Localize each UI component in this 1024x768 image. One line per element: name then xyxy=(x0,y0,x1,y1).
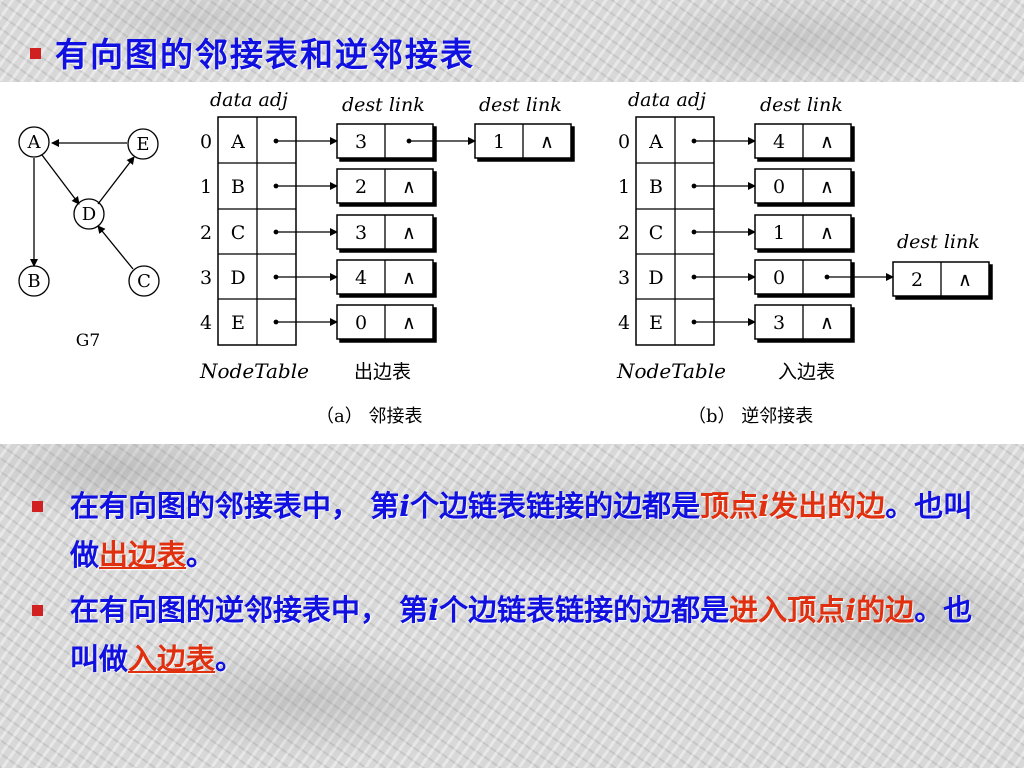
edge-dest: 1 xyxy=(773,222,785,244)
null-link: ∧ xyxy=(540,131,554,153)
edge-dest: 0 xyxy=(773,267,785,289)
node-table-label: NodeTable xyxy=(616,359,726,383)
null-link: ∧ xyxy=(402,222,416,244)
bullet-marker xyxy=(32,605,43,616)
null-link: ∧ xyxy=(820,131,834,153)
null-link: ∧ xyxy=(402,176,416,198)
row-index: 1 xyxy=(618,176,630,198)
graph-node-label: C xyxy=(137,271,151,292)
bullet-item-out-edge: 在有向图的邻接表中， 第i个边链表链接的边都是顶点i发出的边。也叫做出边表。 xyxy=(28,482,988,580)
edge-dest: 4 xyxy=(355,267,367,289)
highlight-text: 进入顶点 xyxy=(729,593,846,627)
node-table-label: NodeTable xyxy=(199,359,309,383)
left-adjacency-list: data adj dest link dest link 0 1 2 3 4 A… xyxy=(199,89,572,427)
node-cell: D xyxy=(648,267,663,289)
row-index: 2 xyxy=(200,222,212,244)
highlight-text: 发出的边 xyxy=(769,489,886,523)
adjacency-figure: A E D B C G7 data adj dest link dest lin… xyxy=(0,82,1024,444)
graph-node xyxy=(18,265,50,297)
bullet-text: 在有向图的邻接表中， 第 xyxy=(70,489,400,523)
node-cell: A xyxy=(648,131,663,153)
graph-node-label: B xyxy=(27,271,40,292)
header-dest-link: dest link xyxy=(760,94,843,116)
null-link: ∧ xyxy=(820,312,834,334)
null-link: ∧ xyxy=(958,269,972,291)
page-title: 有向图的邻接表和逆邻接表 xyxy=(30,28,475,76)
row-index: 3 xyxy=(200,267,212,289)
node-cell: C xyxy=(231,222,246,244)
graph-node-label: A xyxy=(27,132,42,153)
bullet-list: 在有向图的邻接表中， 第i个边链表链接的边都是顶点i发出的边。也叫做出边表。 在… xyxy=(28,482,988,690)
edge-table-label: 入边表 xyxy=(778,361,835,383)
edge-dest: 1 xyxy=(493,131,505,153)
row-index: 0 xyxy=(618,131,630,153)
row-index: 0 xyxy=(200,131,212,153)
variable-i: i xyxy=(428,593,440,627)
header-data-adj: data adj xyxy=(210,89,288,111)
bullet-item-in-edge: 在有向图的逆邻接表中， 第i个边链表链接的边都是进入顶点i的边。也叫做入边表。 xyxy=(28,586,988,684)
edge-a-d xyxy=(41,154,80,205)
highlight-text: 的边 xyxy=(856,593,915,627)
bullet-text: 。 xyxy=(186,538,216,572)
edge-dest: 4 xyxy=(773,131,785,153)
header-dest-link: dest link xyxy=(342,94,425,116)
graph-name: G7 xyxy=(76,331,100,351)
null-link: ∧ xyxy=(820,222,834,244)
graph-node-label: D xyxy=(82,204,96,225)
caption-a: （a） 邻接表 xyxy=(316,406,422,427)
row-index: 1 xyxy=(200,176,212,198)
edge-d-e xyxy=(97,156,135,205)
row-index: 4 xyxy=(200,312,212,334)
edge-dest: 3 xyxy=(355,131,367,153)
bullet-text: 。 xyxy=(215,642,245,676)
right-inverse-adjacency-list: data adj dest link dest link 0 1 2 3 4 A… xyxy=(616,89,990,427)
graph-node xyxy=(73,198,105,230)
bullet-text: 。也叫做 xyxy=(70,489,973,572)
header-data-adj: data adj xyxy=(628,89,706,111)
node-cell: B xyxy=(649,176,663,198)
edge-dest: 3 xyxy=(773,312,785,334)
graph-node xyxy=(127,128,159,160)
graph-node xyxy=(18,126,50,158)
node-cell: C xyxy=(649,222,664,244)
bullet-text: 个边链表链接的边都是 xyxy=(439,593,730,627)
highlight-text: 顶点 xyxy=(700,489,759,523)
term-in-edge-table: 入边表 xyxy=(128,642,216,676)
edge-c-d xyxy=(97,225,134,270)
node-cell: B xyxy=(231,176,245,198)
title-text: 有向图的邻接表和逆邻接表 xyxy=(55,35,475,74)
edge-dest: 2 xyxy=(355,176,367,198)
null-link: ∧ xyxy=(402,267,416,289)
row-index: 3 xyxy=(618,267,630,289)
caption-b: （b） 逆邻接表 xyxy=(688,406,813,427)
term-out-edge-table: 出边表 xyxy=(99,538,187,572)
row-index: 2 xyxy=(618,222,630,244)
null-link: ∧ xyxy=(820,176,834,198)
bullet-text: 个边链表链接的边都是 xyxy=(410,489,701,523)
edge-dest: 3 xyxy=(355,222,367,244)
bullet-marker xyxy=(30,47,41,59)
graph-node xyxy=(128,265,160,297)
node-cell: D xyxy=(230,267,245,289)
null-link: ∧ xyxy=(402,312,416,334)
variable-i: i xyxy=(399,489,411,523)
edge-dest: 0 xyxy=(355,312,367,334)
bullet-text: 。也叫做 xyxy=(70,593,973,676)
edge-table-label: 出边表 xyxy=(354,361,411,383)
graph-g7 xyxy=(18,126,160,297)
edge-dest: 0 xyxy=(773,176,785,198)
node-cell: A xyxy=(230,131,245,153)
graph-node-label: E xyxy=(136,134,149,155)
bullet-marker xyxy=(32,501,43,512)
adjacency-diagram: A E D B C G7 data adj dest link dest lin… xyxy=(18,89,990,427)
header-dest-link: dest link xyxy=(479,94,562,116)
node-cell: E xyxy=(231,312,245,334)
variable-i: i xyxy=(845,593,857,627)
bullet-text: 在有向图的逆邻接表中， 第 xyxy=(70,593,429,627)
row-index: 4 xyxy=(618,312,630,334)
edge-dest: 2 xyxy=(911,269,923,291)
node-cell: E xyxy=(649,312,663,334)
variable-i: i xyxy=(758,489,770,523)
header-dest-link: dest link xyxy=(897,231,980,253)
